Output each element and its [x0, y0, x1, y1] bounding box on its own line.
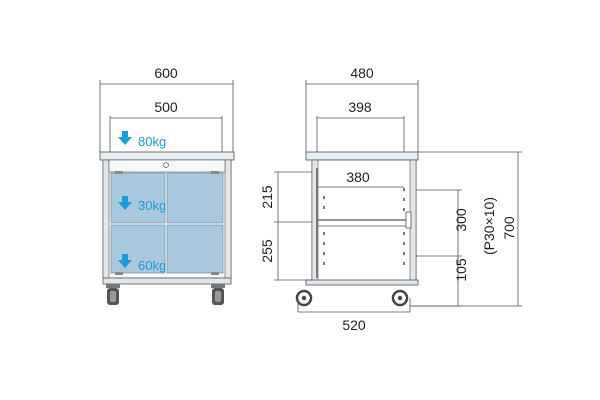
- arrow-down-icon: [118, 196, 132, 210]
- side-door-handle: [316, 168, 318, 278]
- load-middle: 30kg: [118, 196, 166, 213]
- lock-icon: [163, 162, 169, 168]
- side-bottom-plate: [305, 279, 419, 286]
- glass-door-lower-left: [110, 224, 166, 274]
- side-base-label: 520: [342, 317, 366, 333]
- load-top-label: 80kg: [138, 134, 166, 149]
- caster-side-rear: [391, 289, 409, 307]
- glass-door-upper-right: [166, 172, 224, 224]
- side-shelf-depth-label: 380: [346, 169, 370, 185]
- front-inner-label: 500: [154, 99, 178, 115]
- front-view: 600 500: [99, 65, 235, 305]
- front-side-right: [224, 159, 232, 279]
- load-middle-label: 30kg: [138, 198, 166, 213]
- caster-side-front: [295, 289, 313, 307]
- hinge-top-right: [211, 171, 219, 174]
- front-side-left: [102, 159, 110, 279]
- rear-opening-label: 300: [453, 208, 469, 232]
- glass-door-lower-right: [166, 224, 224, 274]
- front-top-plate: [99, 151, 235, 161]
- load-bottom: 60kg: [118, 254, 166, 273]
- glass-door-upper-left: [110, 172, 166, 224]
- rear-fitting: [405, 211, 412, 229]
- total-height-label: 700: [501, 216, 517, 240]
- caster-front-right: [211, 284, 225, 305]
- load-top: 80kg: [118, 131, 166, 149]
- upper-opening-label: 215: [259, 185, 275, 209]
- pitch-note-label: (P30×10): [481, 197, 497, 255]
- load-bottom-label: 60kg: [138, 258, 166, 273]
- side-inner-label: 398: [348, 99, 372, 115]
- caster-front-left: [106, 284, 120, 305]
- arrow-down-icon: [118, 254, 132, 268]
- front-bottom-plate: [102, 277, 232, 285]
- shelf-pin-holes: [323, 188, 405, 265]
- arrow-down-icon: [118, 131, 132, 145]
- side-depth-label: 480: [350, 65, 374, 81]
- hinge-bottom-right: [211, 272, 219, 275]
- side-view: 480 398: [259, 65, 522, 333]
- hinge-top-left: [115, 171, 123, 174]
- side-top-plate: [305, 151, 419, 161]
- rear-clearance-label: 105: [453, 258, 469, 282]
- lower-opening-label: 255: [259, 239, 275, 263]
- hinge-bottom-left: [115, 272, 123, 275]
- front-width-label: 600: [154, 65, 178, 81]
